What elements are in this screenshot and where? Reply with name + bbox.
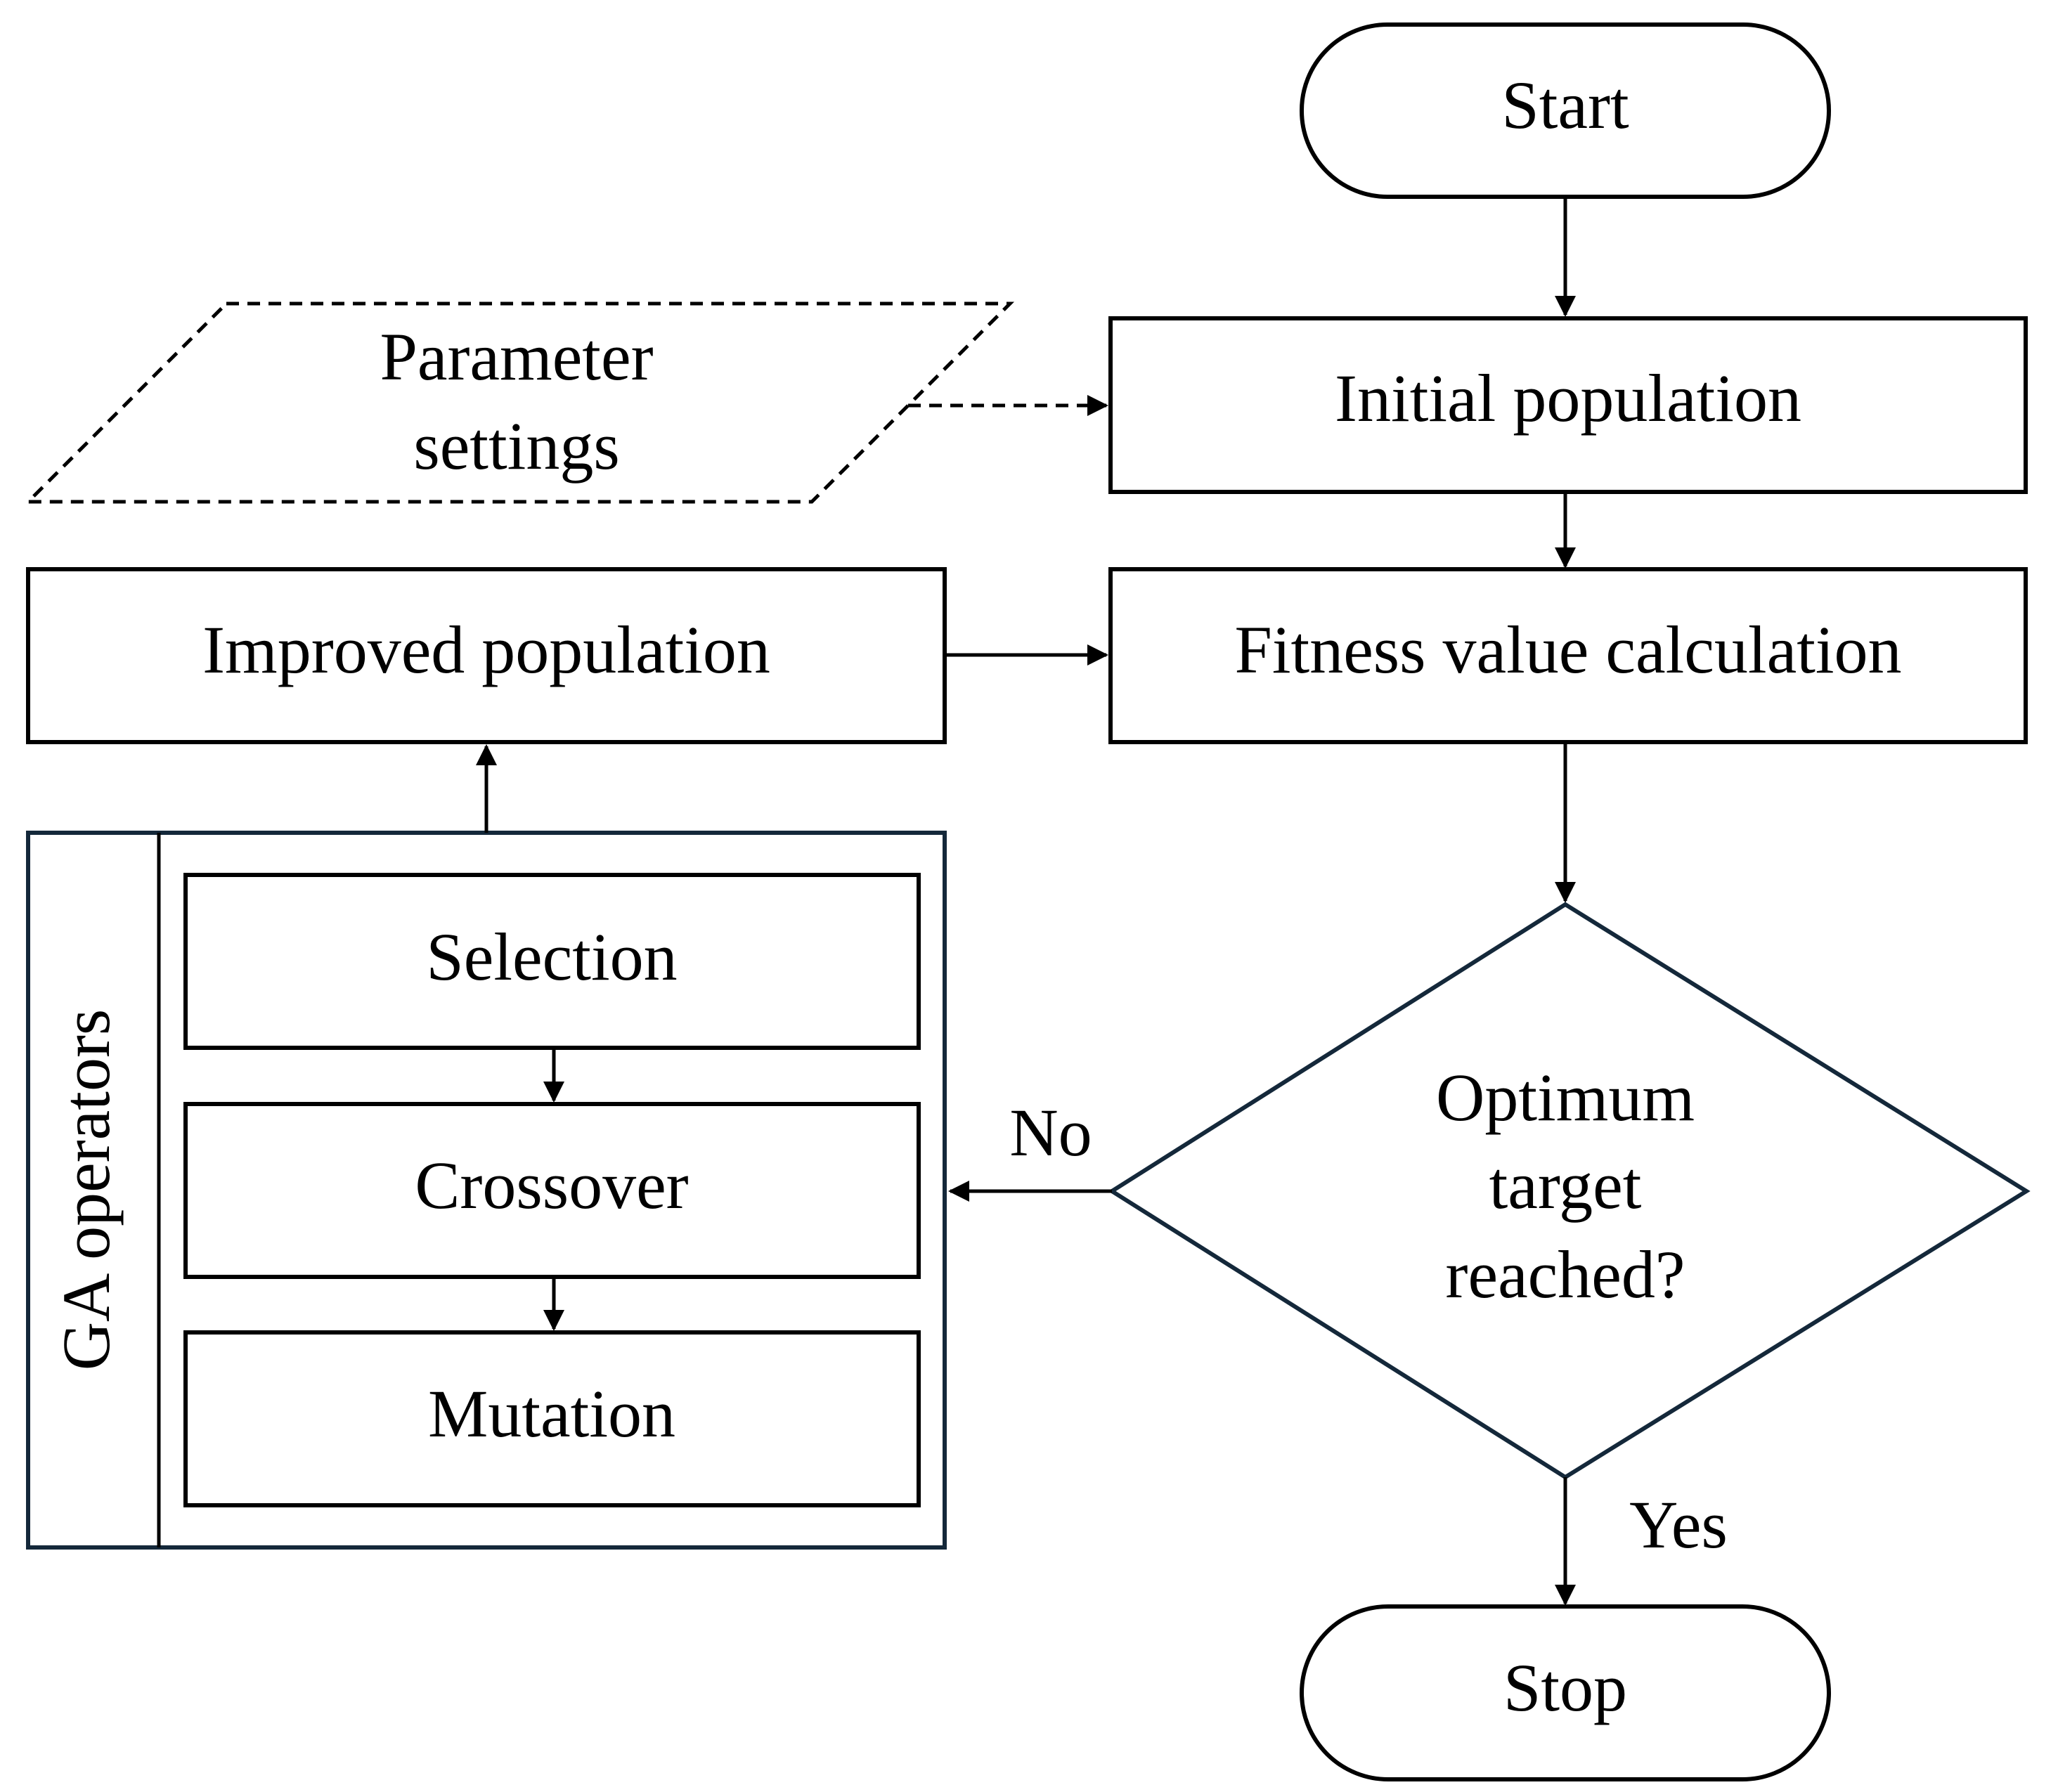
initial-population-label: Initial population (1335, 361, 1801, 436)
crossover-box (183, 1102, 921, 1279)
parameter-settings-label-line2: settings (413, 408, 619, 483)
fitness-calculation-box (1108, 567, 2028, 744)
decision-label-line1: Optimum (1436, 1060, 1695, 1135)
no-label: No (1009, 1095, 1092, 1170)
improved-population-label: Improved population (202, 612, 770, 687)
decision-label-line3: reached? (1445, 1237, 1685, 1312)
stop-terminator (1300, 1604, 1831, 1781)
selection-box (183, 873, 921, 1050)
parameter-settings-label-line1: Parameter (380, 319, 653, 394)
crossover-label: Crossover (415, 1148, 688, 1223)
ga-operators-title: GA operators (48, 1009, 124, 1371)
decision-label-line2: target (1489, 1148, 1642, 1223)
initial-population-box (1108, 316, 2028, 494)
mutation-box (183, 1330, 921, 1507)
stop-label: Stop (1503, 1650, 1627, 1725)
mutation-label: Mutation (428, 1376, 675, 1451)
yes-label: Yes (1629, 1487, 1728, 1562)
selection-label: Selection (426, 919, 677, 994)
fitness-calculation-label: Fitness value calculation (1234, 612, 1901, 687)
parameter-settings-shape (23, 301, 1015, 504)
start-label: Start (1501, 67, 1629, 143)
